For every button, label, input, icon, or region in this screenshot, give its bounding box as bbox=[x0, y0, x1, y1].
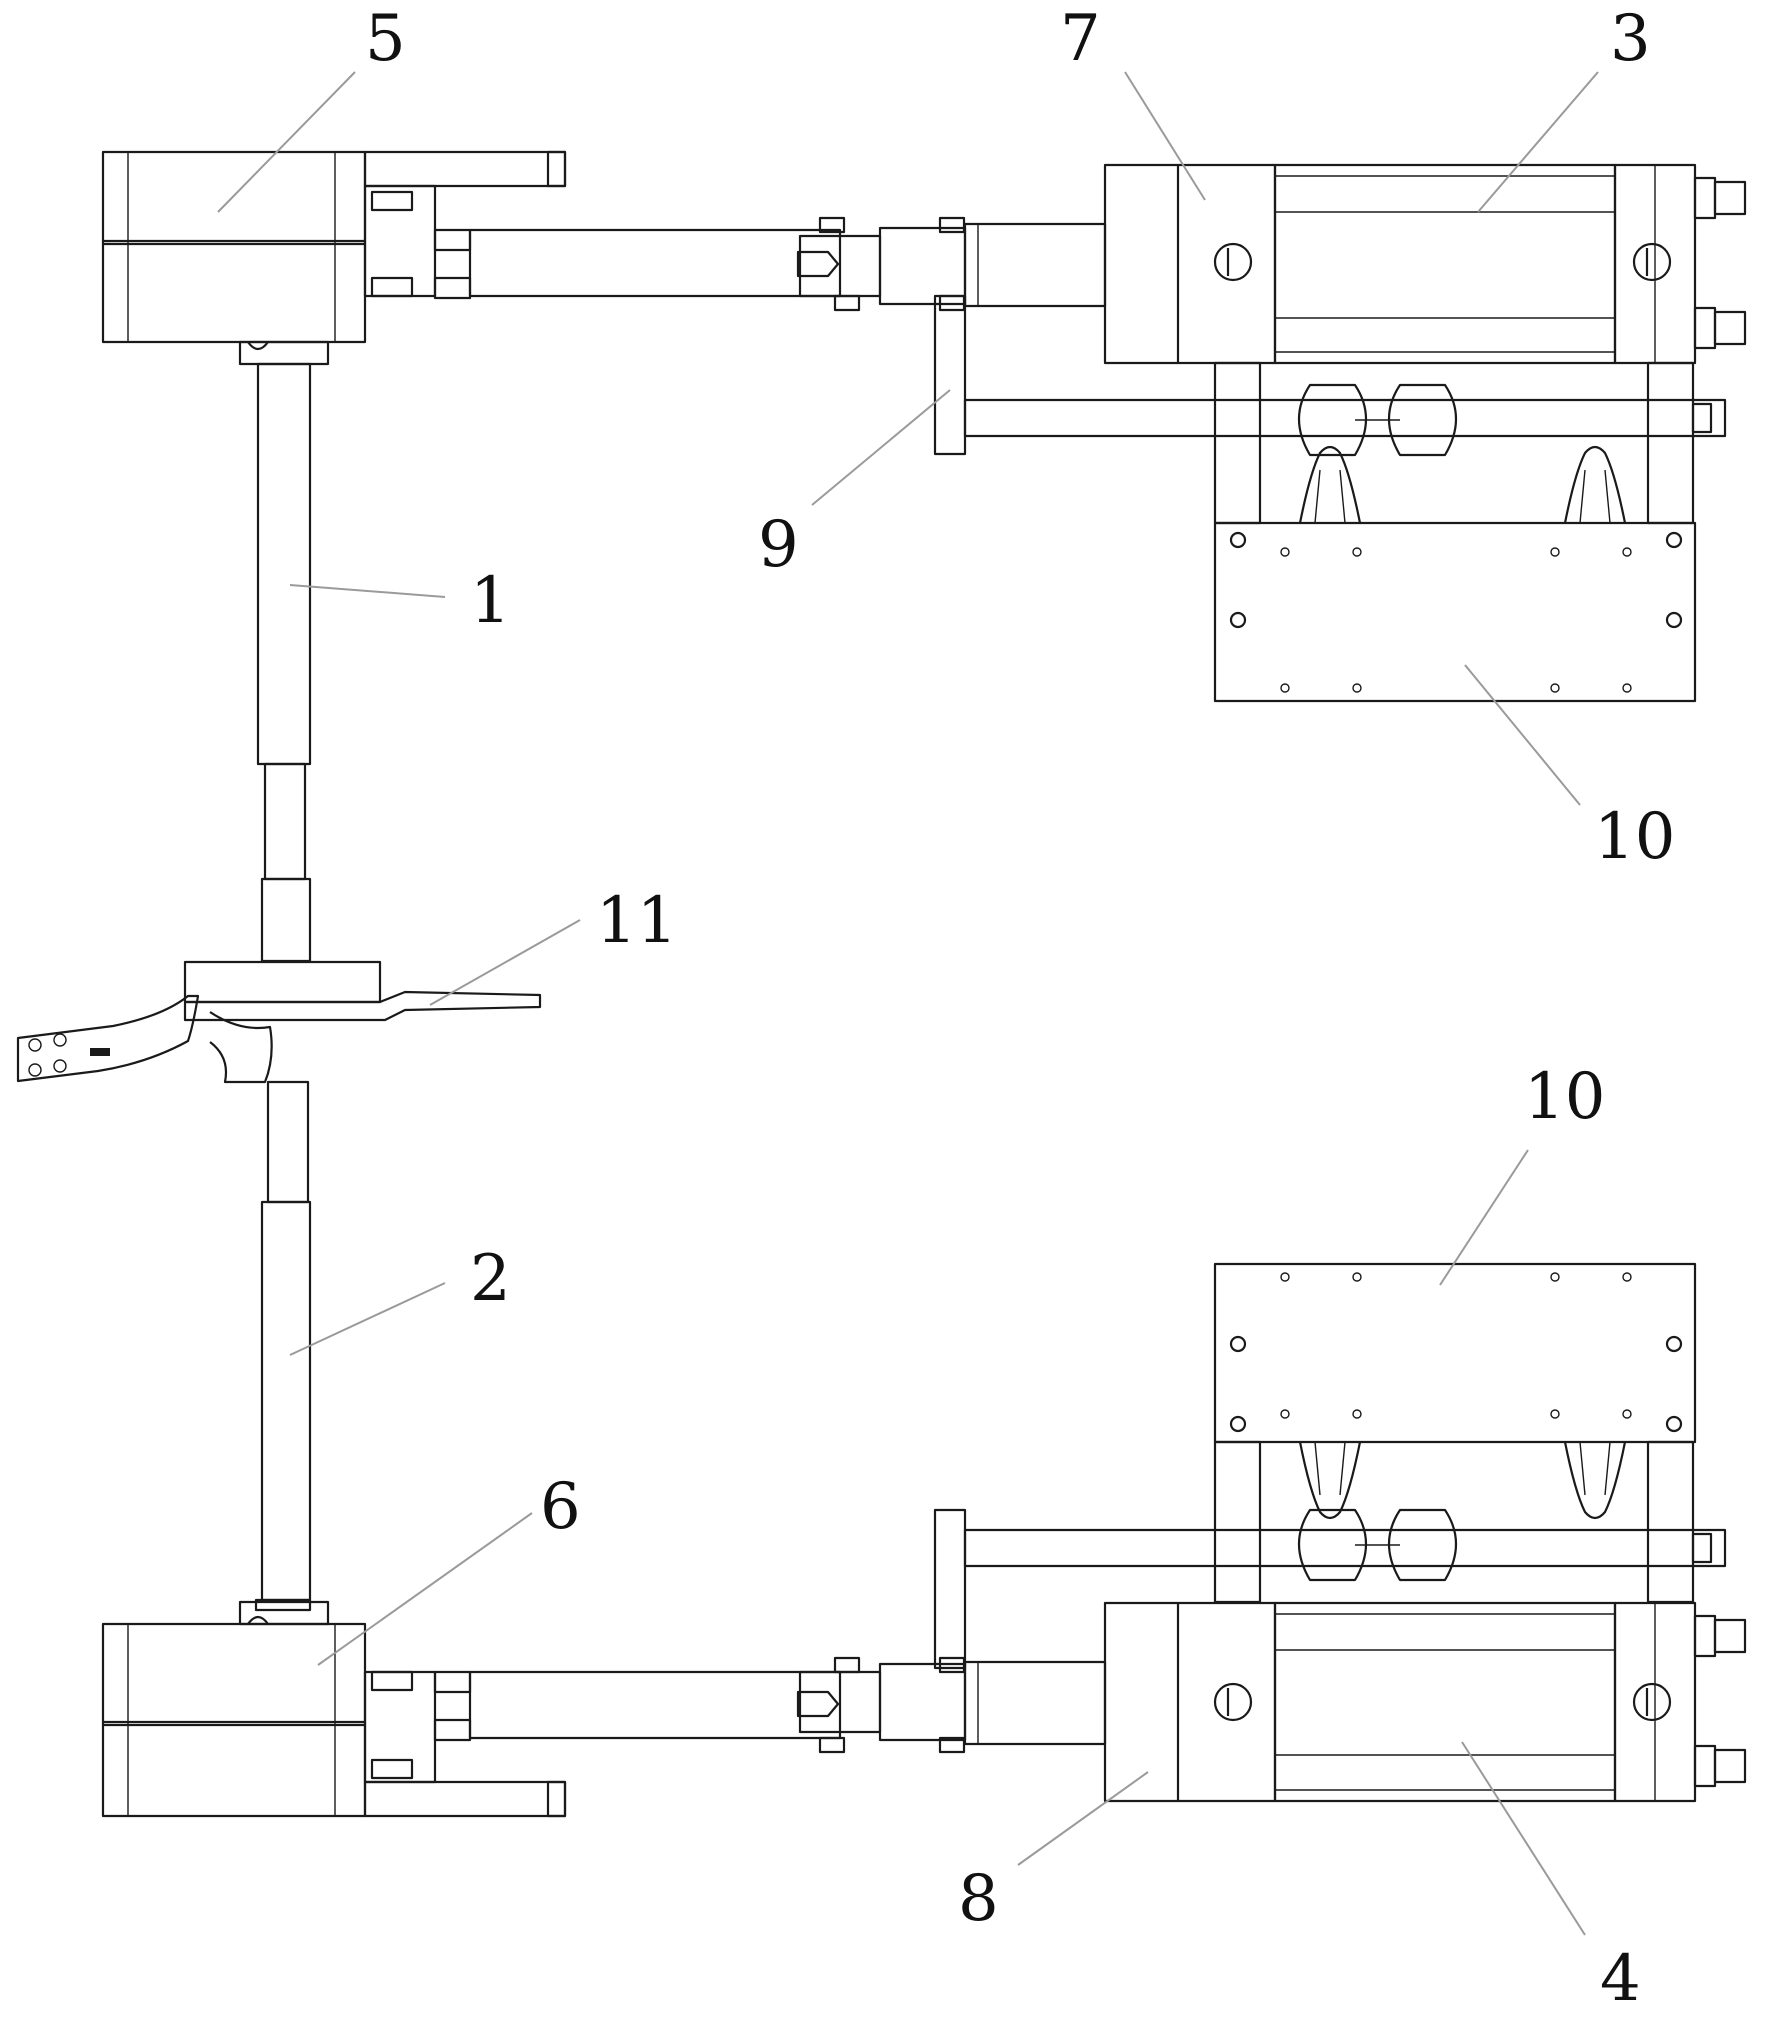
label-10-bottom: 10 bbox=[1524, 1060, 1605, 1134]
label-3: 3 bbox=[1610, 2, 1651, 76]
lower-base-plate-10 bbox=[1213, 1262, 1697, 1444]
leader-10-bottom bbox=[1439, 1149, 1529, 1286]
upper-clamp-block-5 bbox=[101, 150, 567, 366]
label-9: 9 bbox=[758, 508, 799, 582]
rotary-arm-11 bbox=[16, 960, 542, 1204]
lower-clamp-block-6 bbox=[101, 1600, 567, 1818]
label-1: 1 bbox=[470, 564, 511, 638]
leader-1 bbox=[289, 584, 446, 598]
upper-connecting-rod bbox=[468, 216, 1107, 312]
leader-10-top bbox=[1464, 664, 1581, 806]
label-2: 2 bbox=[470, 1242, 511, 1316]
lower-shaft-2 bbox=[254, 1200, 312, 1612]
lower-cylinder-4 bbox=[1103, 1601, 1747, 1803]
leader-6 bbox=[317, 1512, 533, 1666]
label-6: 6 bbox=[540, 1470, 581, 1544]
leader-11 bbox=[429, 919, 581, 1006]
upper-base-plate-10 bbox=[1213, 521, 1697, 703]
label-7: 7 bbox=[1060, 2, 1101, 76]
leader-3 bbox=[1477, 71, 1599, 213]
leader-9 bbox=[811, 389, 951, 506]
upper-cylinder-3 bbox=[1103, 163, 1747, 365]
label-11: 11 bbox=[596, 884, 677, 958]
lower-connecting-rod bbox=[468, 1656, 1107, 1754]
callout-labels: 1 2 3 4 5 6 7 8 9 10 10 11 bbox=[365, 2, 1675, 2016]
leader-5 bbox=[217, 71, 356, 213]
upper-shaft-1 bbox=[256, 362, 312, 963]
upper-guide-plate-9 bbox=[933, 294, 1727, 525]
lower-guide-plate bbox=[933, 1440, 1727, 1670]
label-4: 4 bbox=[1600, 1942, 1641, 2016]
leader-4 bbox=[1461, 1741, 1586, 1936]
leader-2 bbox=[289, 1282, 446, 1356]
leader-lines bbox=[217, 71, 1599, 1936]
leader-7 bbox=[1124, 71, 1206, 201]
leader-8 bbox=[1017, 1771, 1149, 1866]
label-5: 5 bbox=[365, 2, 406, 76]
label-10-top: 10 bbox=[1594, 800, 1675, 874]
label-8: 8 bbox=[958, 1862, 999, 1936]
